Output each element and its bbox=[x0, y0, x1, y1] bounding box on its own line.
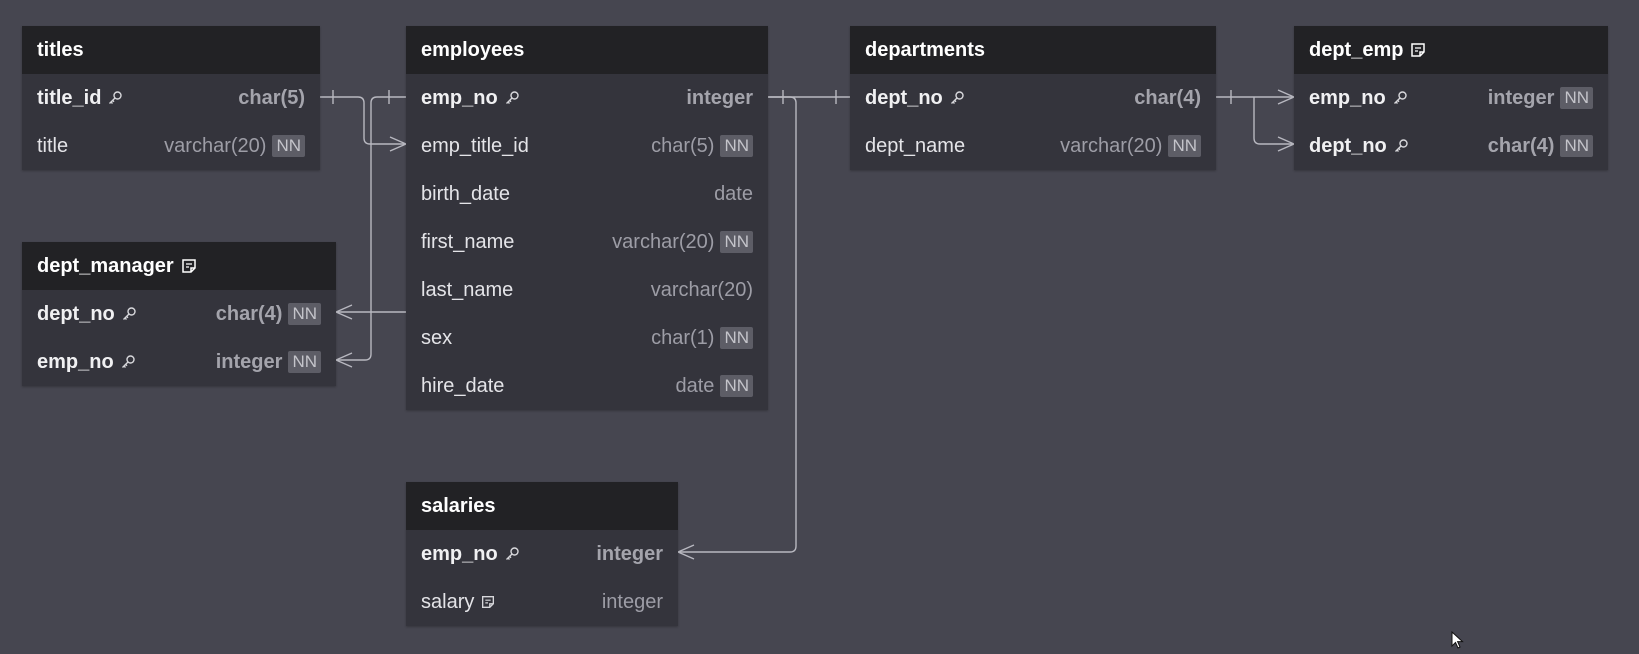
column-type: varchar(20) bbox=[1060, 134, 1163, 157]
table-name: departments bbox=[865, 38, 986, 61]
note-icon bbox=[180, 257, 198, 275]
column-name: emp_title_id bbox=[421, 134, 529, 157]
column-type: integer bbox=[686, 86, 753, 109]
not-null-badge: NN bbox=[288, 351, 321, 373]
column-name: emp_no bbox=[37, 350, 114, 373]
note-icon bbox=[480, 594, 496, 610]
table-name: dept_emp bbox=[1309, 38, 1404, 61]
not-null-badge: NN bbox=[272, 135, 305, 157]
table-header[interactable]: departments bbox=[850, 26, 1216, 74]
key-icon bbox=[949, 90, 965, 106]
key-icon bbox=[120, 354, 136, 370]
not-null-badge: NN bbox=[288, 303, 321, 325]
not-null-badge: NN bbox=[720, 135, 753, 157]
cursor-icon bbox=[1451, 630, 1465, 654]
table-name: titles bbox=[37, 38, 84, 61]
column-type: date bbox=[714, 182, 753, 205]
column-name: title_id bbox=[37, 86, 102, 109]
key-icon bbox=[504, 546, 520, 562]
column-name: birth_date bbox=[421, 182, 510, 205]
column-row[interactable]: last_name varchar(20) bbox=[406, 266, 768, 314]
key-icon bbox=[504, 90, 520, 106]
column-row[interactable]: title_id char(5) bbox=[22, 74, 320, 122]
not-null-badge: NN bbox=[1168, 135, 1201, 157]
column-row[interactable]: emp_no integer bbox=[406, 530, 678, 578]
not-null-badge: NN bbox=[720, 375, 753, 397]
table-header[interactable]: titles bbox=[22, 26, 320, 74]
table-header[interactable]: dept_emp bbox=[1294, 26, 1608, 74]
column-row[interactable]: dept_name varchar(20) NN bbox=[850, 122, 1216, 170]
column-name: title bbox=[37, 134, 69, 157]
column-type: integer bbox=[601, 590, 663, 613]
column-type: char(4) bbox=[215, 302, 283, 325]
column-row[interactable]: hire_date date NN bbox=[406, 362, 768, 410]
column-type: char(4) bbox=[1134, 86, 1201, 109]
column-type: char(1) bbox=[651, 326, 715, 349]
column-type: integer bbox=[596, 542, 663, 565]
column-row[interactable]: title varchar(20) NN bbox=[22, 122, 320, 170]
column-row[interactable]: first_name varchar(20) NN bbox=[406, 218, 768, 266]
column-name: sex bbox=[421, 326, 453, 349]
column-row[interactable]: salary integer bbox=[406, 578, 678, 626]
table-salaries[interactable]: salaries emp_no integer salary integer bbox=[406, 482, 678, 626]
column-type: integer bbox=[215, 350, 283, 373]
column-name: dept_no bbox=[37, 302, 115, 325]
column-name: salary bbox=[421, 590, 475, 613]
column-row[interactable]: birth_date date bbox=[406, 170, 768, 218]
key-icon bbox=[1392, 90, 1408, 106]
column-name: emp_no bbox=[421, 542, 498, 565]
column-row[interactable]: emp_title_id char(5) NN bbox=[406, 122, 768, 170]
link-titles-employees bbox=[320, 96, 406, 145]
table-name: salaries bbox=[421, 494, 496, 517]
column-type: varchar(20) bbox=[650, 278, 753, 301]
column-name: emp_no bbox=[1309, 86, 1386, 109]
column-type: varchar(20) bbox=[164, 134, 267, 157]
column-type: char(5) bbox=[238, 86, 305, 109]
column-row[interactable]: dept_no char(4) bbox=[850, 74, 1216, 122]
table-header[interactable]: dept_manager bbox=[22, 242, 336, 290]
column-type: char(4) bbox=[1487, 134, 1555, 157]
column-type: char(5) bbox=[651, 134, 715, 157]
column-name: emp_no bbox=[421, 86, 498, 109]
key-icon bbox=[1393, 138, 1409, 154]
table-header[interactable]: employees bbox=[406, 26, 768, 74]
column-row[interactable]: emp_no integer bbox=[406, 74, 768, 122]
column-type: integer bbox=[1487, 86, 1555, 109]
column-row[interactable]: dept_no char(4) NN bbox=[1294, 122, 1608, 170]
table-dept-manager[interactable]: dept_manager dept_no char(4) NN emp_no i… bbox=[22, 242, 336, 386]
table-employees[interactable]: employees emp_no integer emp_title_id ch… bbox=[406, 26, 768, 410]
column-type: varchar(20) bbox=[612, 230, 715, 253]
table-name: employees bbox=[421, 38, 525, 61]
table-dept-emp[interactable]: dept_emp emp_no integer NN dept_no char(… bbox=[1294, 26, 1608, 170]
not-null-badge: NN bbox=[720, 231, 753, 253]
column-type: date bbox=[675, 374, 715, 397]
table-departments[interactable]: departments dept_no char(4) dept_name va… bbox=[850, 26, 1216, 170]
column-row[interactable]: sex char(1) NN bbox=[406, 314, 768, 362]
column-name: last_name bbox=[421, 278, 514, 301]
not-null-badge: NN bbox=[1560, 135, 1593, 157]
table-name: dept_manager bbox=[37, 254, 174, 277]
column-name: dept_name bbox=[865, 134, 966, 157]
table-header[interactable]: salaries bbox=[406, 482, 678, 530]
column-name: hire_date bbox=[421, 374, 505, 397]
column-row[interactable]: emp_no integer NN bbox=[1294, 74, 1608, 122]
note-icon bbox=[1409, 41, 1427, 59]
column-row[interactable]: emp_no integer NN bbox=[22, 338, 336, 386]
column-row[interactable]: dept_no char(4) NN bbox=[22, 290, 336, 338]
column-name: first_name bbox=[421, 230, 515, 253]
column-name: dept_no bbox=[865, 86, 943, 109]
table-titles[interactable]: titles title_id char(5) title varchar(20… bbox=[22, 26, 320, 170]
link-employees-dept-manager bbox=[336, 96, 406, 361]
not-null-badge: NN bbox=[720, 327, 753, 349]
key-icon bbox=[107, 90, 123, 106]
key-icon bbox=[121, 306, 137, 322]
not-null-badge: NN bbox=[1560, 87, 1593, 109]
column-name: dept_no bbox=[1309, 134, 1387, 157]
